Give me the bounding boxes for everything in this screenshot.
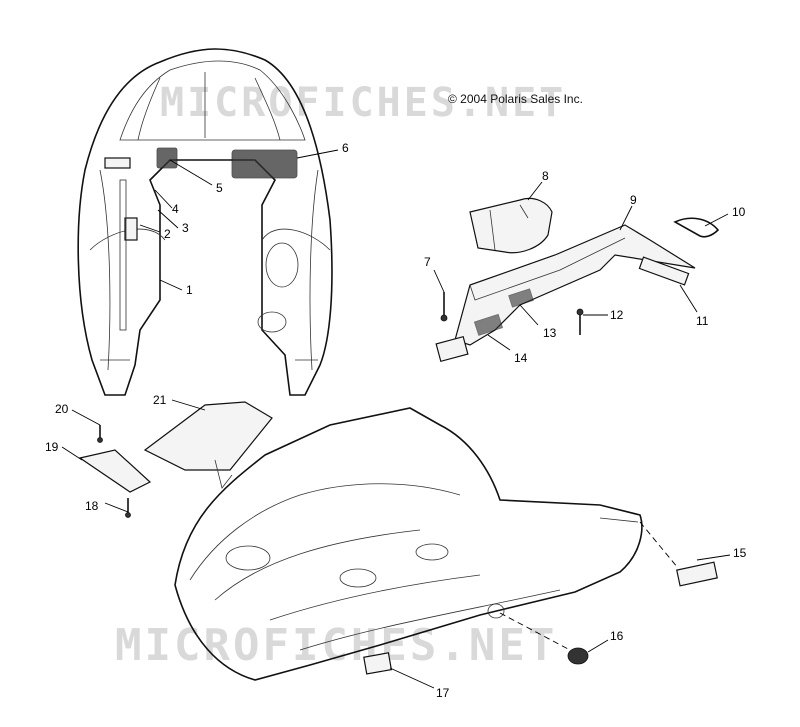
- copyright-notice: © 2004 Polaris Sales Inc.: [448, 92, 583, 106]
- callout-7: 7: [424, 255, 431, 269]
- callout-3: 3: [182, 221, 189, 235]
- part-9-rail: [435, 224, 696, 363]
- callout-2: 2: [164, 227, 171, 241]
- callout-14: 14: [514, 351, 528, 365]
- callout-21: 21: [153, 393, 167, 407]
- part-8-cover: [469, 197, 553, 254]
- lower-hull-assembly: [174, 407, 643, 681]
- callout-19: 19: [45, 440, 59, 454]
- callout-10: 10: [732, 205, 746, 219]
- callout-20: 20: [55, 402, 69, 416]
- upper-hood-assembly: [77, 48, 333, 396]
- callout-9: 9: [630, 193, 637, 207]
- callout-17: 17: [436, 686, 450, 700]
- callout-6: 6: [342, 141, 349, 155]
- callout-13: 13: [543, 326, 557, 340]
- part-15-decal: [676, 561, 718, 587]
- callout-labels: 1 2 3 4 5 6 7 8 9 10 11 12 13 14 15 16 1…: [45, 141, 747, 700]
- part-7-screw: [440, 292, 448, 322]
- callout-12: 12: [610, 308, 624, 322]
- part-20-screw: [97, 425, 103, 443]
- watermark-bottom: MICROFICHES.NET: [115, 620, 558, 671]
- callout-5: 5: [216, 181, 223, 195]
- callout-8: 8: [542, 169, 549, 183]
- callout-1: 1: [186, 283, 193, 297]
- part-11-decal: [638, 256, 690, 286]
- callout-18: 18: [85, 499, 99, 513]
- callout-16: 16: [610, 629, 624, 643]
- part-16-plug: [567, 647, 589, 665]
- leader-lines: [61, 149, 731, 689]
- callout-15: 15: [733, 546, 747, 560]
- part-18-screw: [125, 498, 131, 518]
- callout-11: 11: [696, 314, 709, 328]
- part-19-panel: [78, 449, 152, 493]
- part-12-fastener: [576, 308, 584, 335]
- part-10-clip: [673, 217, 720, 238]
- part-21-panel: [143, 401, 273, 489]
- watermark-top: MICROFICHES.NET: [160, 80, 567, 126]
- callout-4: 4: [172, 202, 179, 216]
